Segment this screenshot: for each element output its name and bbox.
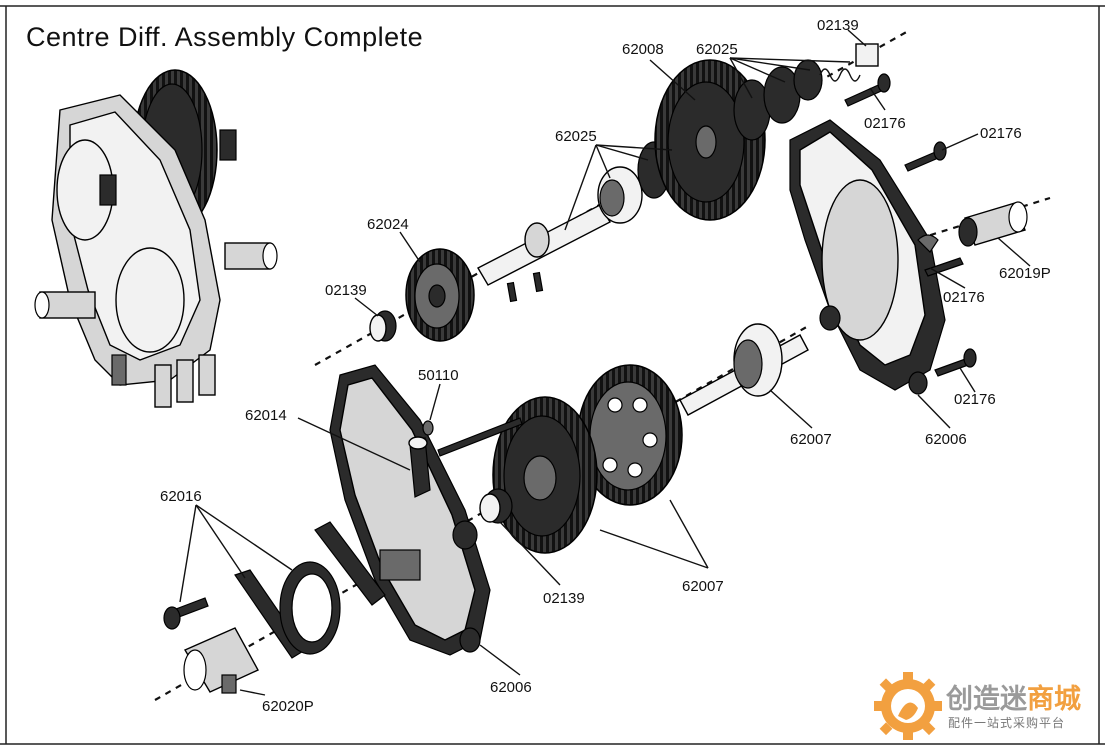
callout-02176-right: 02176: [980, 125, 1022, 142]
callout-62007-bottom: 62007: [682, 578, 724, 595]
callout-62006-right: 62006: [925, 431, 967, 448]
gear-logo-icon: [874, 672, 942, 740]
leader-lines: [179, 29, 1031, 696]
callout-62016: 62016: [160, 488, 202, 505]
callout-02139-top: 02139: [817, 17, 859, 34]
callout-02139-middle: 02139: [325, 282, 367, 299]
callout-labels: 02139 62008 62025 02176 02176 62025 6202…: [160, 17, 1051, 715]
callout-62006-lower: 62006: [490, 679, 532, 696]
callout-62025-top: 62025: [696, 41, 738, 58]
callout-62014: 62014: [245, 407, 287, 424]
page-title: Centre Diff. Assembly Complete: [26, 22, 423, 52]
output-cup-62019P: [917, 201, 1028, 253]
assembled-centre-diff: [34, 69, 278, 408]
callout-02176-top: 02176: [864, 115, 906, 132]
watermark-tagline: 配件一站式采购平台: [948, 715, 1065, 730]
callout-62020P: 62020P: [262, 698, 314, 715]
lower-gears-62007: [437, 364, 683, 554]
lower-shaft-62007: [679, 323, 809, 416]
callout-02176-lower: 02176: [954, 391, 996, 408]
callout-62008: 62008: [622, 41, 664, 58]
callout-62007-right: 62007: [790, 431, 832, 448]
callout-50110: 50110: [418, 367, 459, 384]
callout-02176-middle: 02176: [943, 289, 985, 306]
callout-62019P: 62019P: [999, 265, 1051, 282]
upper-shaft-assembly: [369, 43, 891, 342]
watermark: 创造迷商城 配件一站式采购平台: [874, 672, 1081, 740]
right-housing-half: [789, 119, 977, 395]
mount-parts-62016: [163, 521, 386, 659]
callout-62024: 62024: [367, 216, 409, 233]
callout-02139-lower: 02139: [543, 590, 585, 607]
callout-62025-middle: 62025: [555, 128, 597, 145]
watermark-name: 创造迷商城: [945, 684, 1081, 715]
output-cup-62020P: [183, 627, 259, 694]
left-housing-half: [329, 364, 491, 656]
